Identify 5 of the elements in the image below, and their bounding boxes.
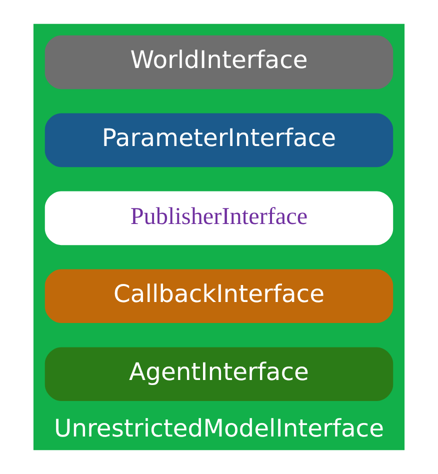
node-box: AgentInterface <box>44 347 394 402</box>
node-box: WorldInterface <box>44 35 394 90</box>
node-box: PublisherInterface <box>44 191 394 246</box>
node-box: CallbackInterface <box>44 269 394 324</box>
node-box: ParameterInterface <box>44 113 394 168</box>
